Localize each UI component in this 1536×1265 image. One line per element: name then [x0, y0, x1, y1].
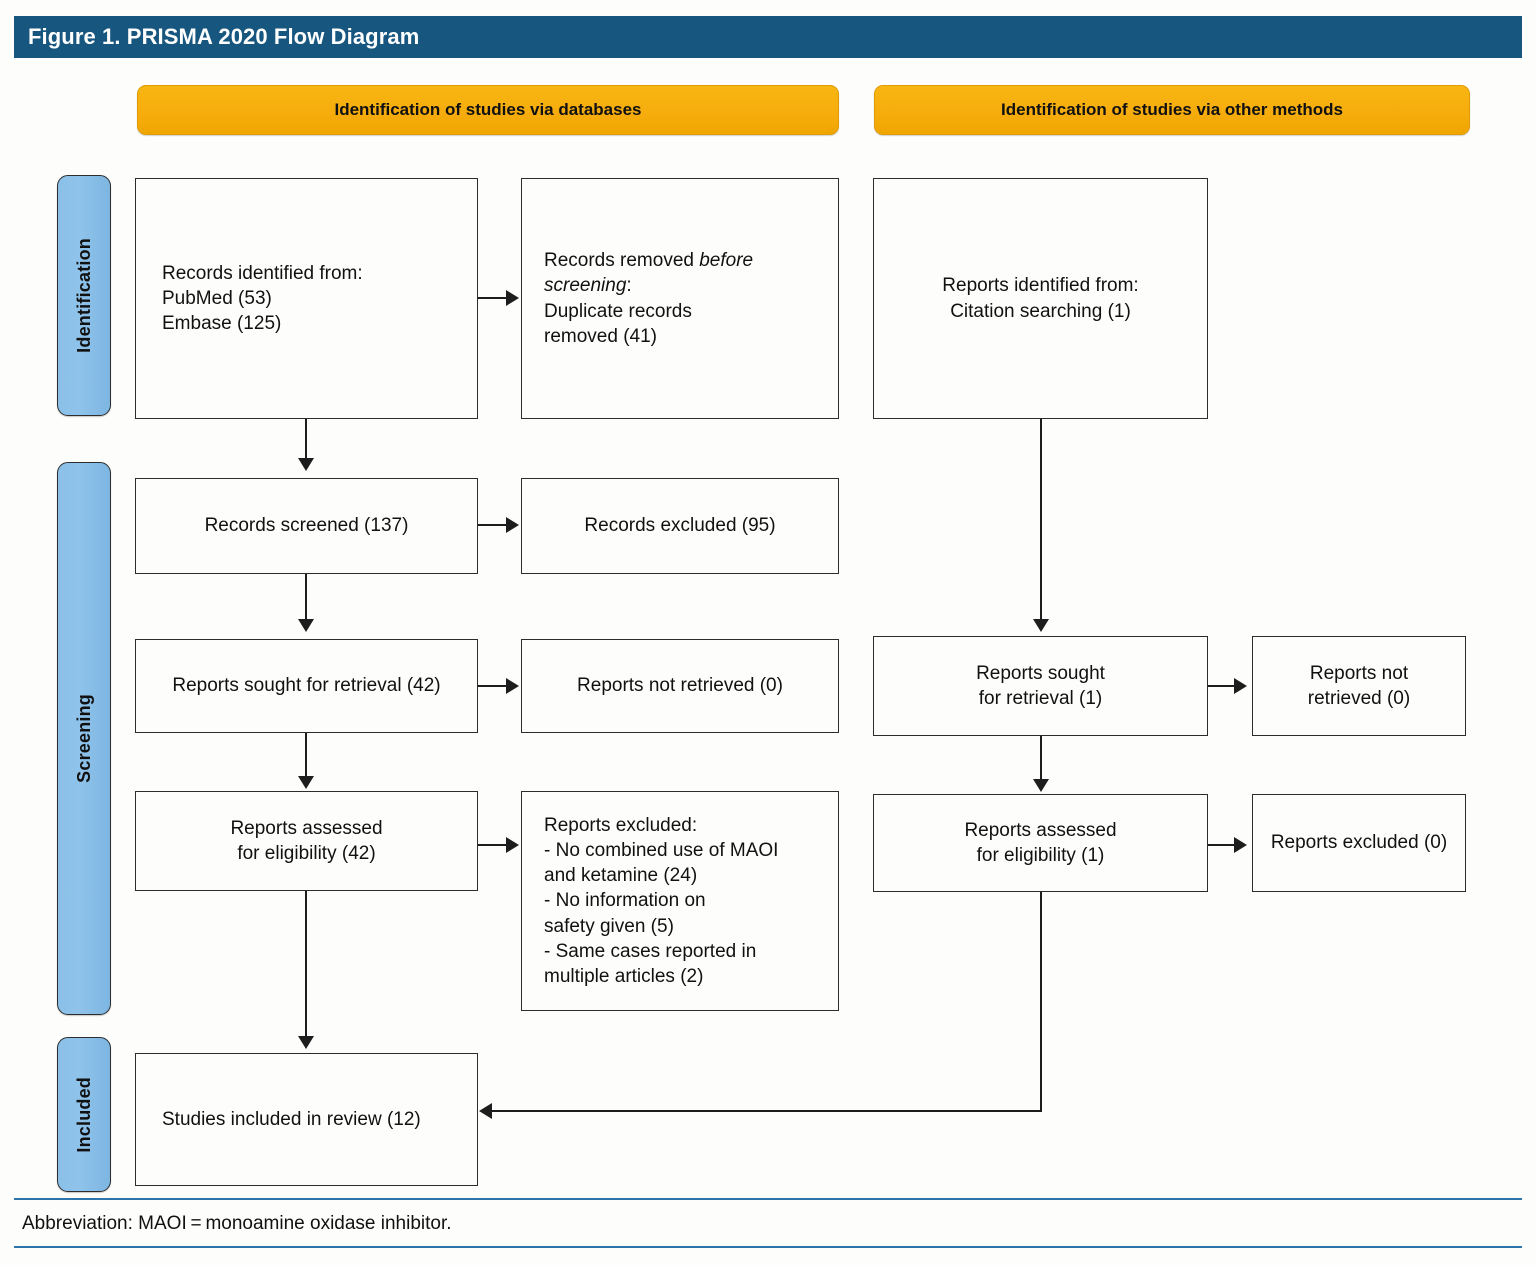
node-records-screened-text: Records screened (137): [204, 515, 409, 537]
footer-rule-bottom: [14, 1246, 1522, 1248]
node-reports-excluded-other: Reports excluded (0): [1252, 794, 1466, 892]
edge-identified-to-screened: [305, 419, 307, 461]
node-records-screened: Records screened (137): [135, 478, 478, 574]
node-reports-sought-other-text: Reports sought for retrieval (1): [976, 662, 1105, 709]
edge-sought-to-assessed-other: [1040, 736, 1042, 781]
banner-other-methods-label: Identification of studies via other meth…: [1001, 100, 1343, 119]
abbreviation-note: Abbreviation: MAOI = monoamine oxidase i…: [22, 1213, 452, 1234]
banner-identification-other-methods: Identification of studies via other meth…: [874, 85, 1470, 135]
node-reports-excluded-db: Reports excluded: - No combined use of M…: [521, 791, 839, 1011]
arrowhead-screened-to-sought: [298, 619, 314, 632]
arrowhead-assessed-to-excluded-db: [506, 837, 519, 853]
node-reports-assessed-other: Reports assessed for eligibility (1): [873, 794, 1208, 892]
arrowhead-identified-to-removed: [506, 290, 519, 306]
node-reports-not-retrieved-other: Reports not retrieved (0): [1252, 636, 1466, 736]
edge-assessed-other-to-included: [492, 1110, 1042, 1112]
node-reports-identified-other: Reports identified from: Citation search…: [873, 178, 1208, 419]
node-reports-identified-other-text: Reports identified from: Citation search…: [942, 275, 1139, 322]
edge-screened-to-sought: [305, 574, 307, 622]
node-reports-not-retrieved-db: Reports not retrieved (0): [521, 639, 839, 733]
arrowhead-assessed-to-included-db: [298, 1036, 314, 1049]
arrowhead-identified-to-screened: [298, 458, 314, 471]
edge-sought-to-assessed-db: [305, 733, 307, 778]
edge-assessed-to-excluded-db: [478, 844, 508, 846]
arrowhead-sought-to-assessed-other: [1033, 779, 1049, 792]
stage-pill-identification: Identification: [57, 175, 111, 416]
banner-databases-label: Identification of studies via databases: [334, 100, 642, 119]
stage-pill-screening: Screening: [57, 462, 111, 1015]
edge-other-identified-to-sought: [1040, 419, 1042, 622]
edge-assessed-other-down: [1040, 892, 1042, 1111]
node-reports-assessed-db: Reports assessed for eligibility (42): [135, 791, 478, 891]
edge-sought-to-notretrieved-db: [478, 685, 508, 687]
node-reports-not-retrieved-db-text: Reports not retrieved (0): [577, 675, 783, 697]
stage-label-included: Included: [73, 1076, 94, 1153]
node-studies-included-text: Studies included in review (12): [162, 1108, 421, 1130]
arrowhead-assessed-to-excluded-other: [1234, 837, 1247, 853]
node-reports-assessed-other-text: Reports assessed for eligibility (1): [964, 819, 1117, 866]
node-records-identified-text: Records identified from: PubMed (53) Emb…: [162, 262, 363, 335]
banner-identification-databases: Identification of studies via databases: [137, 85, 839, 135]
edge-sought-to-notretrieved-other: [1208, 685, 1235, 687]
edge-assessed-to-included-db: [305, 891, 307, 1039]
arrowhead-sought-to-notretrieved-db: [506, 678, 519, 694]
node-reports-sought-other: Reports sought for retrieval (1): [873, 636, 1208, 736]
stage-label-screening: Screening: [73, 694, 94, 783]
node-studies-included: Studies included in review (12): [135, 1053, 478, 1186]
arrowhead-screened-to-excluded: [506, 517, 519, 533]
arrowhead-other-identified-to-sought: [1033, 619, 1049, 632]
arrowhead-other-to-included: [479, 1103, 492, 1119]
node-reports-excluded-db-text: Reports excluded: - No combined use of M…: [544, 815, 779, 987]
node-records-excluded-text: Records excluded (95): [584, 515, 776, 537]
arrowhead-sought-to-assessed-db: [298, 776, 314, 789]
edge-identified-to-removed: [478, 297, 508, 299]
figure-title-bar: Figure 1. PRISMA 2020 Flow Diagram: [14, 16, 1522, 58]
node-reports-excluded-other-text: Reports excluded (0): [1270, 832, 1448, 854]
arrowhead-sought-to-notretrieved-other: [1234, 678, 1247, 694]
stage-label-identification: Identification: [73, 238, 94, 353]
edge-screened-to-excluded: [478, 524, 508, 526]
node-records-excluded: Records excluded (95): [521, 478, 839, 574]
node-reports-assessed-db-text: Reports assessed for eligibility (42): [230, 817, 383, 864]
stage-pill-included: Included: [57, 1037, 111, 1192]
page-title: Figure 1. PRISMA 2020 Flow Diagram: [28, 24, 420, 49]
node-reports-not-retrieved-other-text: Reports not retrieved (0): [1307, 662, 1411, 709]
node-reports-sought-db: Reports sought for retrieval (42): [135, 639, 478, 733]
node-reports-sought-db-text: Reports sought for retrieval (42): [172, 675, 441, 697]
edge-assessed-to-excluded-other: [1208, 844, 1235, 846]
footer-rule-top: [14, 1198, 1522, 1200]
node-records-identified: Records identified from: PubMed (53) Emb…: [135, 178, 478, 419]
